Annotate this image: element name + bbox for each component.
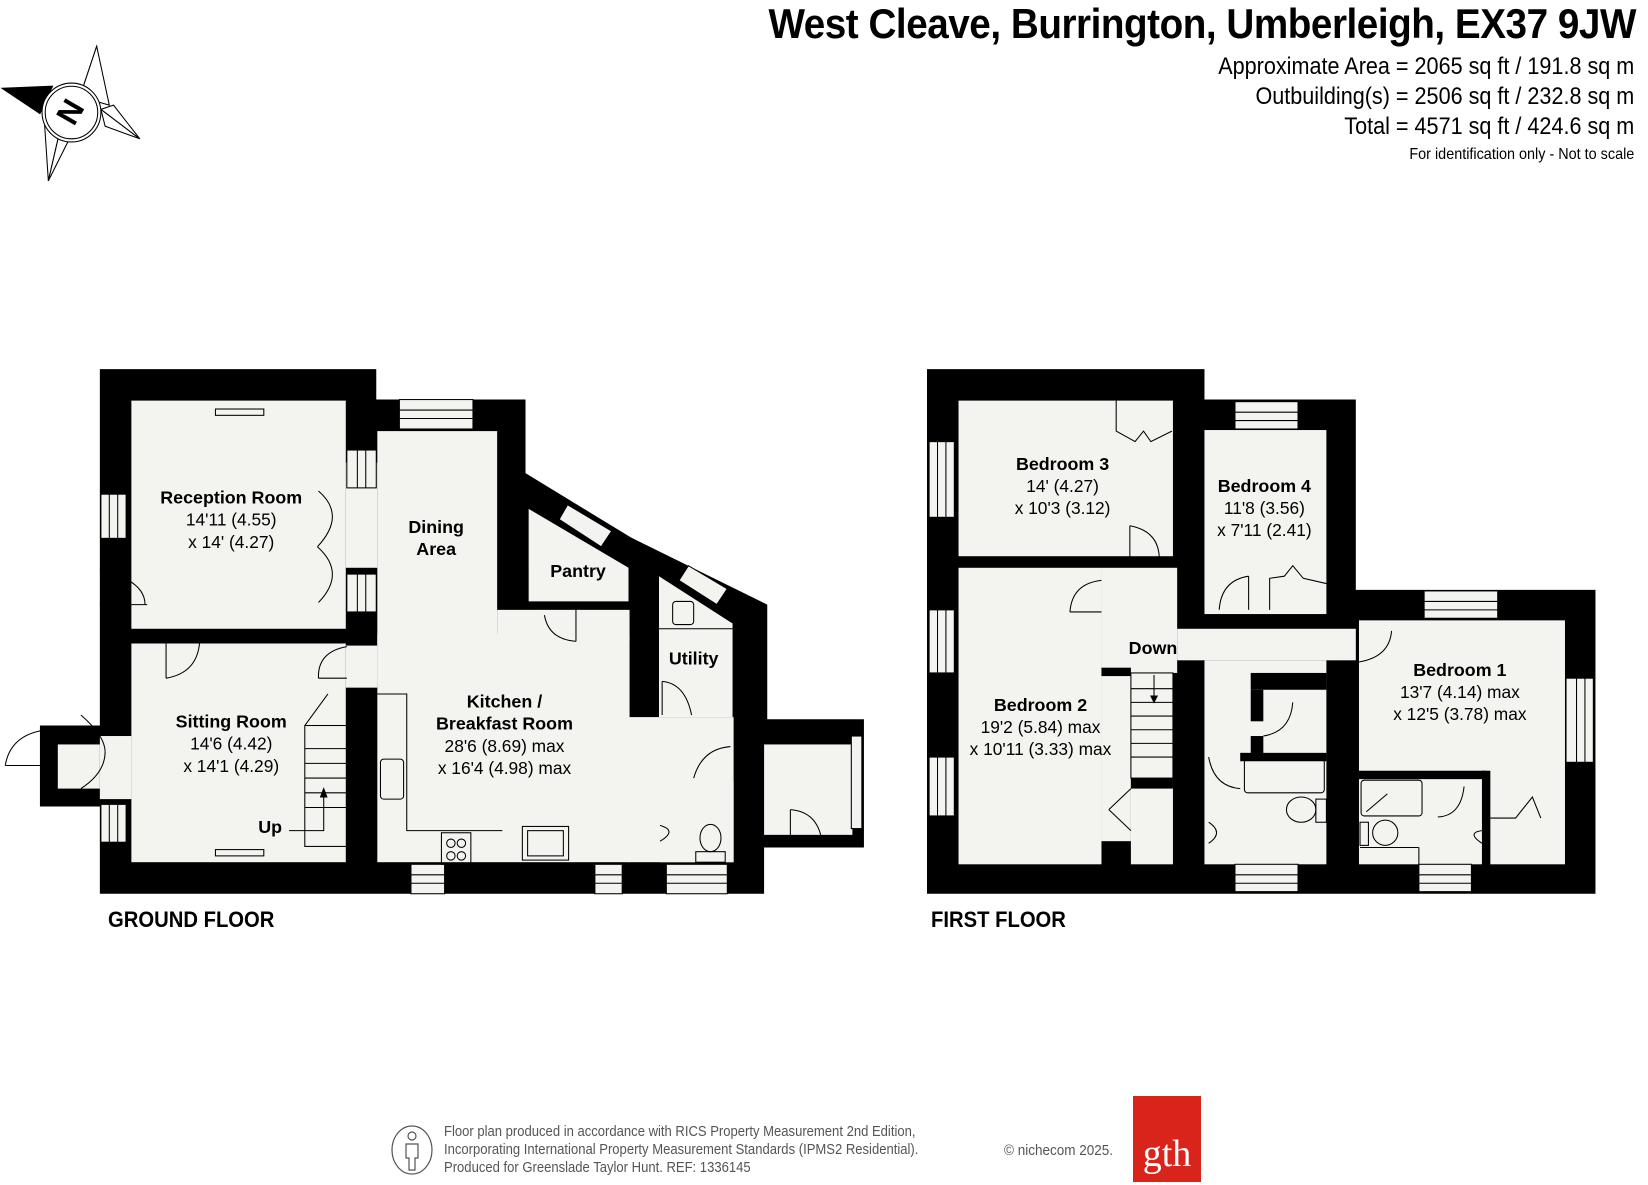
room-dim-kitchen-1: 28'6 (8.69) max <box>445 736 565 756</box>
stairs-up-label: Up <box>258 817 282 837</box>
room-name-pantry: Pantry <box>550 561 606 581</box>
property-address-title: West Cleave, Burrington, Umberleigh, EX3… <box>768 0 1636 47</box>
copyright-notice: © nichecom 2025. <box>1004 1142 1114 1159</box>
first-floor-room-labels: Bedroom 3 14' (4.27) x 10'3 (3.12) Bedro… <box>970 454 1527 759</box>
total-area: Total = 4571 sq ft / 424.6 sq m <box>1344 113 1634 140</box>
ground-floor-plan <box>4 369 864 895</box>
room-dim-bedroom-3-1: 14' (4.27) <box>1026 476 1099 496</box>
footer: Floor plan produced in accordance with R… <box>390 1123 971 1177</box>
room-dim-reception-1: 14'11 (4.55) <box>186 510 277 530</box>
room-dim-reception-2: x 14' (4.27) <box>188 532 274 552</box>
ground-floor-label: GROUND FLOOR <box>108 907 275 932</box>
footer-line-2: Incorporating International Property Mea… <box>444 1142 919 1158</box>
room-dim-bedroom-4-1: 11'8 (3.56) <box>1224 498 1305 518</box>
footer-line-1: Floor plan produced in accordance with R… <box>444 1124 916 1140</box>
room-dim-sitting-2: x 14'1 (4.29) <box>183 756 279 776</box>
room-name-bedroom-1: Bedroom 1 <box>1413 660 1506 680</box>
person-measurement-icon <box>391 1125 433 1175</box>
room-name-kitchen: Kitchen / <box>467 692 542 712</box>
ground-floor-room-labels: Reception Room 14'11 (4.55) x 14' (4.27)… <box>160 488 718 837</box>
scale-note: For identification only - Not to scale <box>1409 146 1634 163</box>
room-name-reception: Reception Room <box>160 488 302 508</box>
gth-logo: gth <box>1133 1096 1201 1182</box>
footer-line-3: Produced for Greenslade Taylor Hunt. REF… <box>444 1160 751 1176</box>
stairs-down-label: Down <box>1129 638 1178 658</box>
room-dim-bedroom-2-1: 19'2 (5.84) max <box>981 717 1101 737</box>
room-name-bedroom-4: Bedroom 4 <box>1218 476 1311 496</box>
room-dim-bedroom-3-2: x 10'3 (3.12) <box>1015 498 1111 518</box>
room-dim-bedroom-4-2: x 7'11 (2.41) <box>1217 520 1311 540</box>
logo-text: gth <box>1142 1133 1192 1175</box>
approximate-area: Approximate Area = 2065 sq ft / 191.8 sq… <box>1217 53 1634 80</box>
room-name-bedroom-2: Bedroom 2 <box>994 695 1087 715</box>
room-name-dining-2: Area <box>416 539 457 559</box>
room-name-kitchen-2: Breakfast Room <box>436 714 573 734</box>
room-dim-bedroom-2-2: x 10'11 (3.33) max <box>970 739 1112 759</box>
first-floor-label: FIRST FLOOR <box>931 907 1066 932</box>
footer-disclaimer: Floor plan produced in accordance with R… <box>444 1123 918 1177</box>
room-dim-bedroom-1-2: x 12'5 (3.78) max <box>1393 704 1527 724</box>
room-dim-kitchen-2: x 16'4 (4.98) max <box>438 758 572 778</box>
room-name-utility: Utility <box>669 649 719 669</box>
room-name-sitting: Sitting Room <box>176 712 287 732</box>
room-name-bedroom-3: Bedroom 3 <box>1016 454 1109 474</box>
outbuilding-area: Outbuilding(s) = 2506 sq ft / 232.8 sq m <box>1255 83 1634 110</box>
room-dim-sitting-1: 14'6 (4.42) <box>190 734 272 754</box>
first-floor-plan <box>927 369 1596 894</box>
room-dim-bedroom-1-1: 13'7 (4.14) max <box>1400 682 1520 702</box>
room-name-dining: Dining <box>408 517 464 537</box>
area-summary: Approximate Area = 2065 sq ft / 191.8 sq… <box>1218 52 1634 168</box>
